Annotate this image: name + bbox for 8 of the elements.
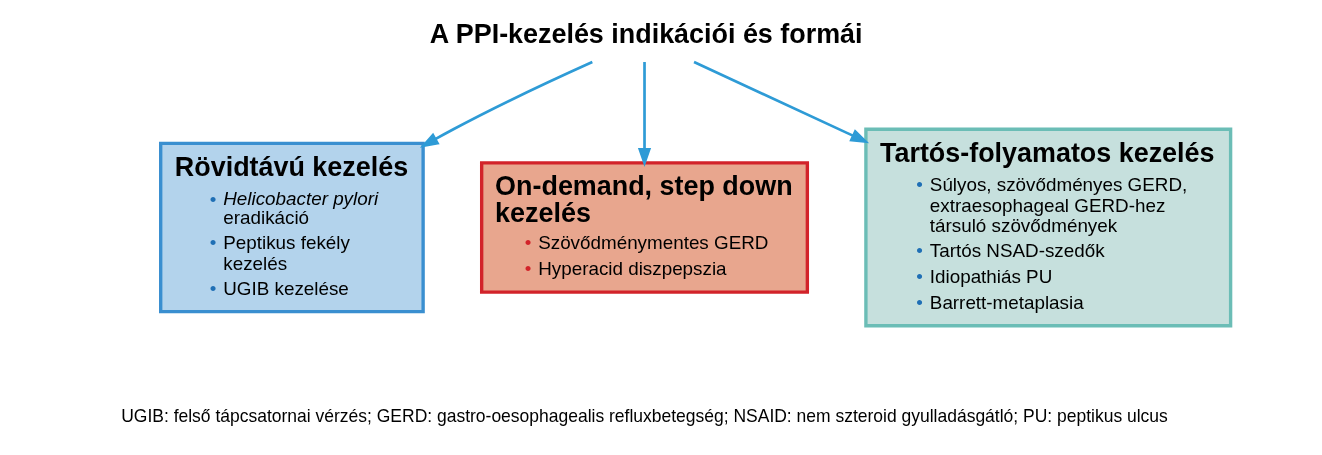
node-box: On-demand, step down kezelés • Szövődménymentes GERD • Hyperacid diszpepszia [480, 161, 810, 294]
label: UGIB: felső tápcsatornai vérzés; GERD: gastro-oesophagealis refluxbetegség; NSAID: nem szteroid gyulladásgátló; PU: peptikus ulcus [121, 405, 1168, 426]
arrow [637, 62, 652, 167]
node-box: Tartós-folyamatos kezelés • Súlyos, szövődményes GERD, extraesophageal GERD-hez társuló szövődmények • Tartós NSAD-szedők • Idiopathiás PU • Barrett-metaplasia [864, 127, 1233, 328]
arrow [419, 60, 593, 148]
node-box: Rövidtávú kezelés • Helicobacter pylori eradikáció • Peptikus fekély kezelés • UGIB kezelése [159, 141, 425, 314]
node-text: A PPI-kezelés indikációi és formái [429, 19, 863, 50]
arrow [693, 60, 870, 144]
